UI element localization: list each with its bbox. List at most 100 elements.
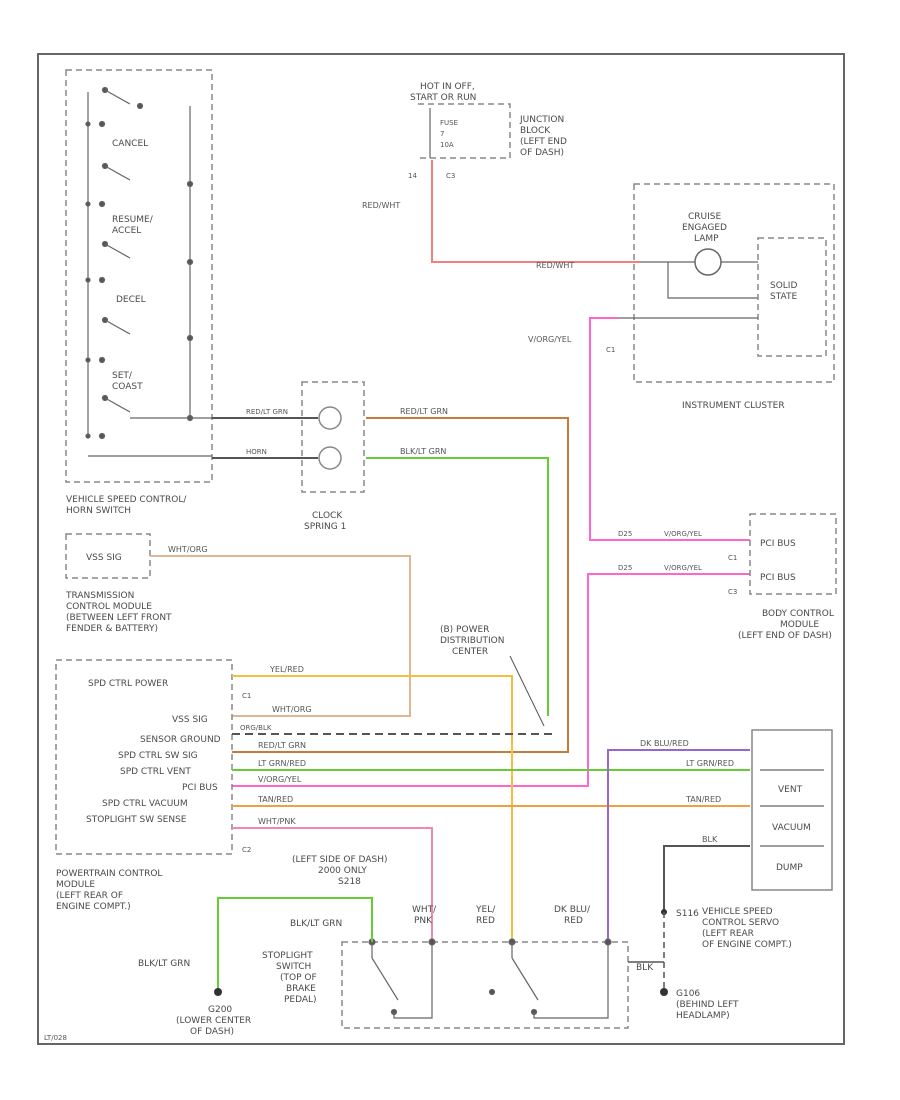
- svg-text:HORN SWITCH: HORN SWITCH: [66, 506, 131, 516]
- wire-blk-lt-grn-ground: [217, 897, 373, 990]
- svg-text:(LEFT REAR: (LEFT REAR: [702, 929, 754, 939]
- fuse-amp: 10A: [440, 141, 454, 149]
- svg-text:POWERTRAIN CONTROL: POWERTRAIN CONTROL: [56, 869, 162, 879]
- wire-red-lt-grn: [232, 417, 569, 753]
- start-run-label: START OR RUN: [410, 93, 476, 103]
- ground-g200-icon: [214, 988, 222, 996]
- svg-text:(BETWEEN LEFT FRONT: (BETWEEN LEFT FRONT: [66, 613, 172, 623]
- tcm: VSS SIG TRANSMISSION CONTROL MODULE (BET…: [65, 533, 172, 634]
- svg-text:VEHICLE SPEED CONTROL/: VEHICLE SPEED CONTROL/: [66, 495, 187, 505]
- wire-blk-servo: [663, 845, 750, 910]
- svg-text:RED/LT GRN: RED/LT GRN: [246, 408, 288, 416]
- wire-red-wht: [431, 160, 640, 263]
- svg-text:S218: S218: [338, 877, 361, 887]
- svg-text:(TOP OF: (TOP OF: [280, 973, 317, 983]
- svg-text:BLK: BLK: [636, 963, 654, 973]
- svg-text:BLK: BLK: [702, 835, 718, 844]
- svg-text:S116: S116: [676, 909, 699, 919]
- svg-text:V/ORG/YEL: V/ORG/YEL: [664, 530, 702, 538]
- fuse-label: FUSE: [440, 119, 458, 127]
- vsc-horn-switch: CANCEL RESUME/ ACCEL DECEL SET/ COAST VE…: [65, 69, 213, 516]
- svg-text:SET/: SET/: [112, 371, 133, 381]
- svg-text:LT GRN/RED: LT GRN/RED: [686, 759, 734, 768]
- svg-text:TRANSMISSION: TRANSMISSION: [65, 591, 134, 601]
- svg-text:FENDER & BATTERY): FENDER & BATTERY): [66, 624, 158, 634]
- svg-text:LAMP: LAMP: [694, 234, 719, 244]
- clock-spring-coil-icon: [318, 406, 342, 430]
- svg-text:YEL/: YEL/: [475, 905, 496, 915]
- svg-text:RED: RED: [564, 916, 583, 926]
- svg-text:PEDAL): PEDAL): [284, 995, 317, 1005]
- svg-text:INSTRUMENT CLUSTER: INSTRUMENT CLUSTER: [682, 401, 785, 411]
- svg-text:VSS SIG: VSS SIG: [86, 553, 122, 563]
- svg-text:HORN: HORN: [246, 448, 267, 456]
- svg-text:HEADLAMP): HEADLAMP): [676, 1011, 730, 1021]
- svg-text:WHT/ORG: WHT/ORG: [168, 545, 208, 554]
- svg-text:PCI BUS: PCI BUS: [760, 539, 796, 549]
- svg-text:(LEFT END OF DASH): (LEFT END OF DASH): [738, 631, 832, 641]
- junction-block: HOT IN OFF, START OR RUN FUSE 7 10A JUNC…: [408, 82, 567, 180]
- svg-text:VACUUM: VACUUM: [772, 823, 811, 833]
- svg-text:MODULE: MODULE: [56, 880, 95, 890]
- svg-text:ACCEL: ACCEL: [112, 226, 141, 236]
- stoplight-switch: (LEFT SIDE OF DASH) 2000 ONLY S218 BLK/L…: [262, 855, 654, 1029]
- svg-text:LT GRN/RED: LT GRN/RED: [258, 759, 306, 768]
- wire-yel-red: [232, 675, 513, 942]
- svg-text:D25: D25: [618, 564, 632, 572]
- svg-text:TAN/RED: TAN/RED: [685, 795, 721, 804]
- junction-block-box: [418, 103, 511, 159]
- svg-text:CONTROL MODULE: CONTROL MODULE: [66, 602, 152, 612]
- svg-text:ENGINE COMPT.): ENGINE COMPT.): [56, 902, 131, 912]
- svg-text:DUMP: DUMP: [776, 863, 803, 873]
- svg-text:SPD CTRL SW SIG: SPD CTRL SW SIG: [118, 751, 198, 761]
- svg-text:G200: G200: [208, 1005, 232, 1015]
- svg-text:PCI BUS: PCI BUS: [182, 783, 218, 793]
- svg-text:(LEFT REAR OF: (LEFT REAR OF: [56, 891, 123, 901]
- svg-text:SOLID: SOLID: [770, 281, 797, 291]
- svg-text:BODY CONTROL: BODY CONTROL: [762, 609, 834, 619]
- hot-at-label: HOT IN OFF,: [420, 82, 475, 92]
- svg-text:SPD CTRL VENT: SPD CTRL VENT: [120, 767, 191, 777]
- svg-text:BLOCK: BLOCK: [520, 126, 551, 136]
- svg-text:DK BLU/RED: DK BLU/RED: [640, 739, 689, 748]
- svg-text:VENT: VENT: [778, 785, 803, 795]
- svg-text:SPD CTRL VACUUM: SPD CTRL VACUUM: [102, 799, 188, 809]
- pcm: SPD CTRL POWER C1 VSS SIG SENSOR GROUND …: [55, 659, 251, 912]
- svg-text:(LEFT END: (LEFT END: [520, 137, 567, 147]
- svg-text:JUNCTION: JUNCTION: [519, 115, 564, 125]
- svg-text:CLOCK: CLOCK: [312, 511, 343, 521]
- diagram-frame: [37, 53, 845, 1045]
- wire-wht-org: [150, 555, 411, 717]
- svg-text:PCI BUS: PCI BUS: [760, 573, 796, 583]
- svg-text:YEL/RED: YEL/RED: [269, 665, 304, 674]
- clock-spring: CLOCK SPRING 1: [301, 381, 365, 532]
- wire-wht-pnk: [232, 827, 433, 942]
- svg-text:TAN/RED: TAN/RED: [257, 795, 293, 804]
- svg-text:MODULE: MODULE: [780, 620, 819, 630]
- instrument-cluster: CRUISE ENGAGED LAMP SOLID STATE C1 INSTR…: [606, 183, 835, 411]
- svg-text:(BEHIND LEFT: (BEHIND LEFT: [676, 1000, 739, 1010]
- svg-text:PNK: PNK: [414, 916, 433, 926]
- speed-control-servo: VENT VACUUM DUMP VEHICLE SPEED CONTROL S…: [702, 729, 833, 950]
- svg-text:STATE: STATE: [770, 292, 797, 302]
- svg-text:14: 14: [408, 172, 417, 180]
- svg-text:D25: D25: [618, 530, 632, 538]
- svg-text:C1: C1: [606, 346, 615, 354]
- svg-text:BLK/LT GRN: BLK/LT GRN: [138, 959, 190, 969]
- svg-text:V/ORG/YEL: V/ORG/YEL: [258, 775, 302, 784]
- svg-text:G106: G106: [676, 989, 700, 999]
- wire-dk-blu-red: [607, 749, 750, 942]
- svg-text:C3: C3: [728, 588, 737, 596]
- svg-text:COAST: COAST: [112, 382, 143, 392]
- svg-text:OF DASH): OF DASH): [520, 148, 564, 158]
- svg-text:RESUME/: RESUME/: [112, 215, 154, 225]
- svg-text:OF DASH): OF DASH): [190, 1027, 234, 1037]
- svg-text:(LOWER CENTER: (LOWER CENTER: [176, 1016, 251, 1026]
- cruise-lamp-icon: [694, 248, 722, 276]
- svg-text:2000 ONLY: 2000 ONLY: [318, 866, 367, 876]
- svg-text:OF ENGINE COMPT.): OF ENGINE COMPT.): [702, 940, 792, 950]
- svg-text:ENGAGED: ENGAGED: [682, 223, 727, 233]
- svg-text:VSS SIG: VSS SIG: [172, 715, 208, 725]
- footer-code: LT/028: [44, 1034, 67, 1042]
